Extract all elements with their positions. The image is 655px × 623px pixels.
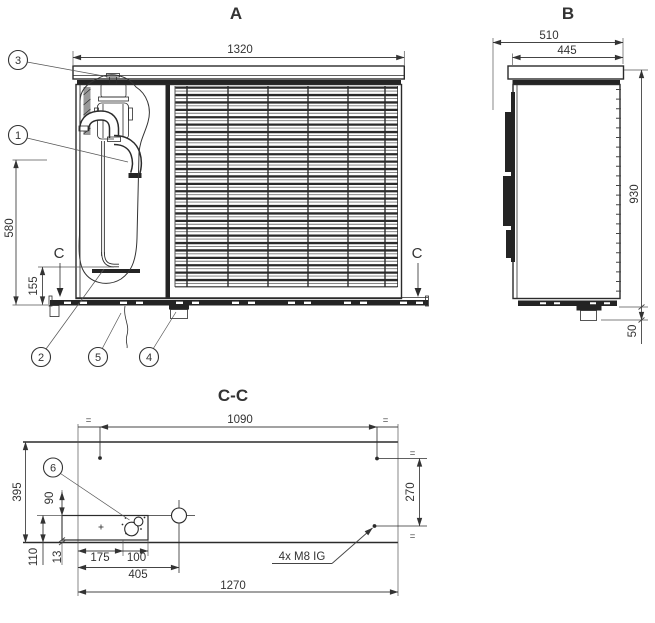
dim-bolt-depth-270: 270 = = [405,448,423,542]
side-foot-flange [576,306,602,311]
callout-2-number: 2 [38,352,44,364]
callout-5-number: 5 [95,352,101,364]
side-view: B 510 445 [492,4,648,344]
section-arrow-icon [56,288,64,297]
dim-100-label: 100 [127,552,146,564]
callout-3-number: 3 [15,55,21,67]
dim-base-length-1270: 1270 [77,580,399,595]
dim-depth-510: 510 [492,30,624,110]
dim-1090-label: 1090 [227,414,253,426]
dim-rail-inner-90: 90 [44,490,65,565]
view-cc-title: C-C [218,386,248,405]
view-a-title: A [230,4,242,23]
callout-4-number: 4 [146,352,152,364]
cutaway-outline [78,74,150,284]
section-view: C-C 1090 = = 270 = [12,386,427,596]
pipe-connections [503,92,515,262]
callout-5: 5 [87,312,122,368]
callout-6-number: 6 [50,462,56,474]
equal-mark-left: = [86,415,92,426]
dim-270-label: 270 [405,482,417,501]
callout-2: 2 [30,268,105,368]
dim-edge-offset-13: 13 [52,537,66,564]
section-letter-left: C [54,245,65,262]
dim-155-label: 155 [28,276,40,295]
side-base-rail [518,300,617,306]
dim-1270-label: 1270 [220,580,246,592]
mounting-rail [61,514,149,541]
dim-drain-position: 175 100 [77,540,149,564]
thread-note: 4x M8 IG [272,527,373,564]
power-cable [124,305,129,349]
dim-width-label: 1320 [227,44,253,56]
section-letter-right: C [412,245,423,262]
section-marker-left: C [54,245,65,297]
top-panel [72,65,405,80]
dim-top-depth-445: 445 [512,45,624,65]
front-view: A 1320 [4,4,429,368]
refrigerant-pipes [78,110,143,273]
dim-395-label: 395 [12,482,24,501]
dim-405-label: 405 [128,569,147,581]
front-foot [170,309,188,319]
equal-mark-bottom: = [410,531,416,542]
dim-height-930: 930 [601,69,648,321]
bolt-hole-crosshair [148,500,195,573]
side-top-panel [507,65,625,80]
equal-mark-right: = [383,415,389,426]
dim-bolt-spacing-1090: 1090 = = [78,414,398,430]
dim-90-label: 90 [44,492,56,505]
insulation-hatch [83,87,91,135]
equal-mark-top: = [410,448,416,459]
foot-flange [169,305,189,310]
callout-4: 4 [138,311,177,368]
dim-930-label: 930 [629,184,641,203]
dim-connection-height-580: 580 [4,159,48,306]
dim-510-label: 510 [539,30,558,42]
compressor-compartment [78,73,150,284]
bolt-dot-top-left [98,456,102,460]
callout-1: 1 [7,124,129,163]
drain-hole [121,516,146,537]
dim-drain-height-155: 155 [28,266,114,305]
thread-note-label: 4x M8 IG [279,551,326,563]
dim-13-label: 13 [52,551,64,564]
callout-3: 3 [7,49,110,78]
dim-110-label: 110 [28,548,40,566]
dim-175-label: 175 [90,552,109,564]
callout-1-number: 1 [15,130,21,142]
callout-6: 6 [42,457,130,521]
dim-rail-depth-110: 110 [28,515,62,566]
cabinet-side [503,65,625,321]
cabinet-front [72,65,405,300]
front-base-rail [48,295,429,349]
coil-grille [174,86,398,288]
top-seal [77,80,401,85]
section-arrow-icon [414,288,422,297]
side-foot [580,310,597,321]
dim-580-label: 580 [4,218,16,237]
side-body [512,83,621,300]
dim-bolt-offset-405: 405 [77,564,180,581]
side-top-seal [512,80,620,85]
dim-width-1320: 1320 [72,44,405,65]
left-foot [49,305,60,317]
dim-depth-395: 395 [12,441,29,543]
compartment-floor [92,269,140,273]
dim-50-label: 50 [627,325,639,338]
service-panel-divider [165,84,170,299]
dim-foot-height-50: 50 [619,304,648,344]
section-marker-right: C [412,245,423,297]
dim-445-label: 445 [557,45,576,57]
view-b-title: B [562,4,574,23]
